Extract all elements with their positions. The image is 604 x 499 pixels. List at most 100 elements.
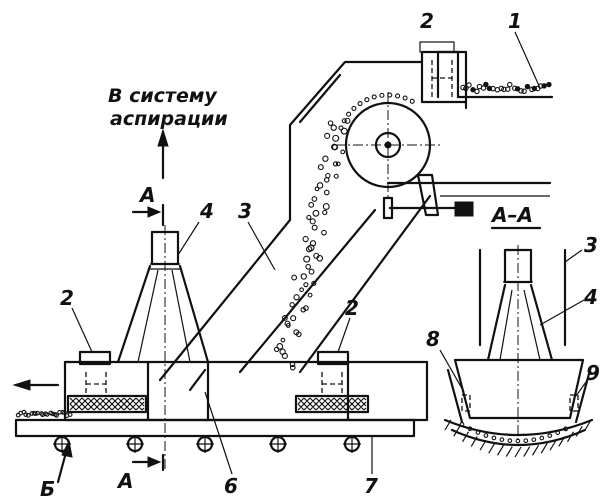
granule [524, 83, 531, 90]
label-7: 7 [364, 474, 378, 498]
hood-box-left [78, 350, 112, 395]
hatch-line [549, 439, 557, 451]
granule [311, 196, 318, 202]
granule [54, 413, 59, 418]
granule [290, 315, 297, 322]
hatch-line [470, 436, 478, 447]
granule [303, 255, 311, 263]
caption-line2: аспирации [110, 108, 228, 130]
granule [300, 273, 307, 280]
chute-body [158, 60, 552, 382]
hatch-line [505, 446, 513, 457]
granule [285, 323, 291, 328]
section-granules [459, 422, 569, 444]
belt-granules [15, 409, 73, 419]
label-6: 6 [224, 474, 238, 498]
leader-9 [575, 381, 587, 397]
leader-1 [514, 31, 541, 89]
granule [284, 320, 291, 327]
granule [44, 412, 50, 417]
leader-4 [177, 221, 200, 256]
view-b-arrow [56, 439, 73, 484]
airflow-up-arrow [157, 128, 169, 180]
granule [555, 430, 561, 435]
granule [281, 352, 288, 359]
leader-2-right [337, 317, 351, 353]
leader-8 [439, 349, 465, 393]
hatch-line [584, 419, 592, 431]
granule [515, 438, 521, 444]
label-b-bottom: Б [40, 477, 55, 499]
granule [518, 88, 524, 94]
granule [306, 214, 312, 220]
granule [314, 186, 320, 192]
label-3-section: 3 [584, 233, 598, 257]
granule [25, 413, 31, 418]
granule [322, 209, 328, 216]
granule [475, 430, 481, 435]
granule [341, 118, 347, 124]
label-a-bottom: А [116, 469, 133, 493]
hatch-line [566, 431, 575, 443]
granule [499, 437, 505, 442]
granule [305, 263, 312, 270]
leader-3-section [564, 249, 583, 263]
granules-on-conveyor [338, 81, 552, 131]
granule [321, 229, 327, 236]
granule [280, 337, 286, 343]
granule [323, 177, 330, 183]
granule [483, 81, 489, 88]
granule [307, 292, 313, 298]
granule [289, 302, 295, 308]
granule [498, 85, 505, 92]
hatch-line [479, 439, 487, 451]
scraper-assembly [382, 173, 474, 220]
hatch-line [461, 431, 470, 443]
hatch-line [523, 446, 531, 457]
granule [340, 127, 348, 135]
granule [563, 426, 569, 432]
hatch-line [540, 442, 548, 454]
granule [483, 433, 489, 438]
granule [539, 435, 545, 441]
granule [308, 268, 315, 275]
label-3: 3 [238, 199, 252, 223]
granule [541, 83, 547, 89]
granule [289, 364, 296, 371]
granule [371, 94, 377, 100]
trough-hatch [444, 419, 592, 458]
leader-6 [204, 391, 233, 475]
granule [521, 88, 527, 95]
hatch-line [444, 419, 452, 431]
belt-conveyor [14, 418, 416, 438]
granule [340, 149, 346, 155]
granule [523, 438, 529, 444]
granule [273, 346, 280, 353]
hatch-line [514, 446, 522, 458]
granule [333, 173, 339, 179]
granule [305, 245, 313, 253]
label-2-right: 2 [345, 296, 359, 320]
granule [344, 117, 351, 124]
granule [335, 161, 341, 167]
section-marker-top [131, 203, 165, 227]
granule [467, 426, 473, 432]
granule [330, 124, 337, 131]
granule [546, 81, 552, 88]
granule [311, 280, 317, 286]
hatch-line [488, 442, 496, 454]
granule [322, 203, 330, 210]
section-marker-bottom [131, 453, 165, 472]
granule [474, 88, 480, 95]
granule [62, 410, 67, 415]
hatch-line [531, 445, 540, 456]
granule [547, 433, 553, 438]
granule [316, 182, 324, 189]
hatch-line [558, 436, 566, 447]
drum-pulley [335, 92, 440, 198]
granule [276, 342, 284, 350]
granule [295, 331, 302, 338]
granule [531, 437, 537, 443]
granule [402, 95, 408, 101]
